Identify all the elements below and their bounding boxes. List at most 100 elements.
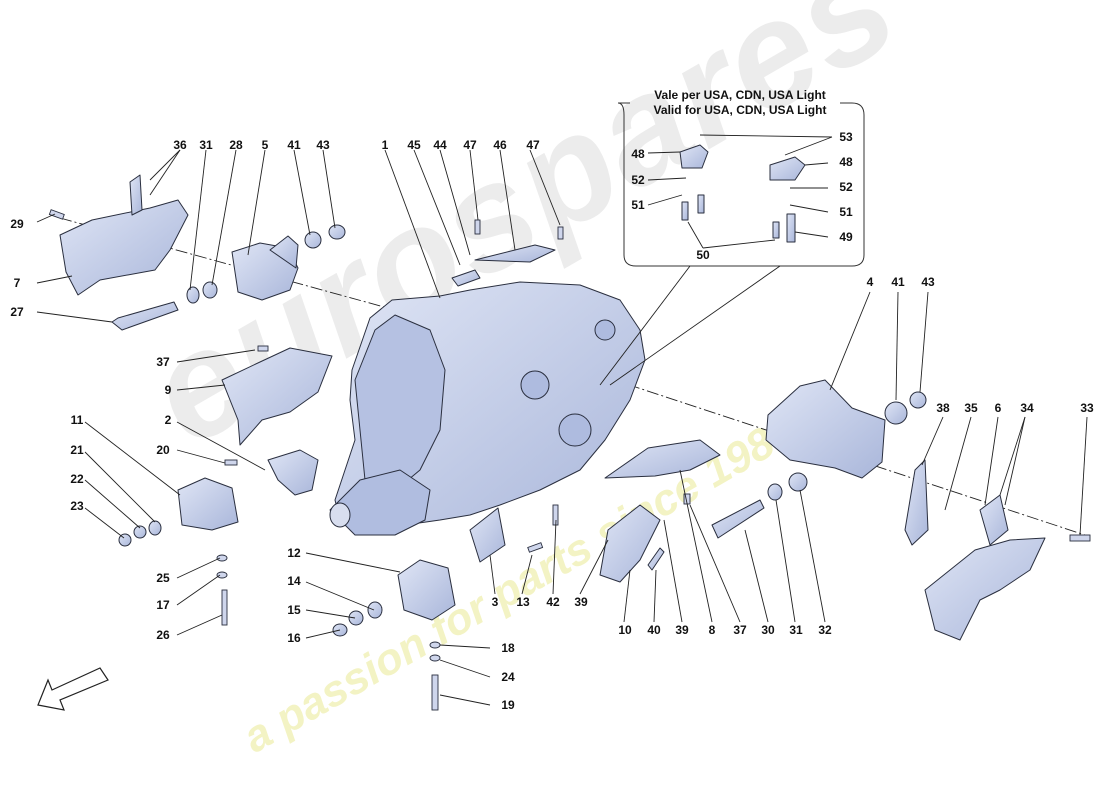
bracket-38 [904, 459, 929, 546]
heat-shield-right [924, 537, 1046, 641]
callout-10: 10 [618, 623, 632, 637]
bracket-48-left [679, 144, 709, 169]
washer-32 [788, 472, 808, 492]
mount-12 [397, 559, 456, 621]
shield-8 [604, 439, 721, 479]
nut-43 [328, 224, 346, 240]
heat-shield-left [59, 199, 189, 296]
bracket-34 [979, 494, 1009, 546]
bolt-33 [1069, 534, 1091, 542]
callout-26: 26 [156, 628, 170, 642]
washer-25 [216, 554, 228, 562]
washer-21 [148, 520, 162, 536]
bolt-20 [224, 459, 238, 466]
callout-51-left: 51 [631, 198, 645, 212]
callout-2: 2 [164, 413, 172, 427]
callout-12: 12 [287, 546, 301, 560]
callout-42: 42 [546, 595, 560, 609]
callout-28: 28 [229, 138, 243, 152]
washer-31-right [767, 483, 783, 501]
callout-32: 32 [818, 623, 832, 637]
callout-50: 50 [696, 248, 710, 262]
bracket-45 [451, 269, 481, 287]
gearbox-flange-a [520, 370, 550, 400]
callout-20: 20 [156, 443, 170, 457]
washer-15 [348, 610, 364, 626]
washer-17 [216, 571, 228, 579]
callout-15: 15 [287, 603, 301, 617]
callout-27: 27 [10, 305, 24, 319]
callout-31: 31 [199, 138, 213, 152]
callout-17: 17 [156, 598, 170, 612]
callout-4: 4 [866, 275, 874, 289]
pin-27 [111, 301, 179, 331]
callout-24: 24 [501, 670, 515, 684]
bolt-51-b [697, 194, 705, 214]
gearbox-tail [329, 469, 431, 536]
callout-30: 30 [761, 623, 775, 637]
direction-arrow [37, 667, 109, 711]
callout-45: 45 [407, 138, 421, 152]
callout-3: 3 [491, 595, 499, 609]
bolt-51-a [681, 201, 689, 221]
callout-37-right: 37 [733, 623, 747, 637]
bolt-47-a [474, 219, 481, 235]
shield-9 [221, 347, 333, 446]
callout-39-left: 39 [574, 595, 588, 609]
rod-40 [647, 547, 665, 571]
bolt-47-b [557, 226, 564, 240]
callout-44: 44 [433, 138, 447, 152]
callout-19: 19 [501, 698, 515, 712]
gearbox-flange-c [594, 319, 616, 341]
washer-31 [186, 286, 200, 304]
inset-title: Vale per USA, CDN, USA Light Valid for U… [640, 88, 840, 118]
bolt-13 [527, 542, 544, 553]
callout-29: 29 [10, 217, 24, 231]
bracket-36 [129, 174, 143, 216]
callout-22: 22 [70, 472, 84, 486]
callout-14: 14 [287, 574, 301, 588]
callout-35: 35 [964, 401, 978, 415]
washer-24 [429, 654, 441, 662]
callout-52-right: 52 [839, 180, 853, 194]
bolt-37 [257, 345, 269, 352]
callout-23: 23 [70, 499, 84, 513]
bolt-29 [48, 209, 65, 220]
callout-25: 25 [156, 571, 170, 585]
mount-11 [177, 477, 239, 531]
mount-4 [765, 379, 886, 479]
nut-41 [304, 231, 322, 249]
callout-11: 11 [70, 413, 84, 427]
mount-5-bracket [269, 235, 299, 269]
callout-47-a: 47 [463, 138, 477, 152]
bracket-3 [469, 507, 506, 563]
callout-33: 33 [1080, 401, 1094, 415]
callout-41: 41 [287, 138, 301, 152]
callout-48-right: 48 [839, 155, 853, 169]
callout-53: 53 [839, 130, 853, 144]
nut-41-right [884, 401, 908, 425]
callout-41-right: 41 [891, 275, 905, 289]
output-shaft [329, 502, 351, 528]
gearbox-flange-b [558, 413, 592, 447]
callout-36: 36 [173, 138, 187, 152]
washer-18 [429, 641, 441, 649]
bolt-19 [431, 674, 439, 711]
callout-43-right: 43 [921, 275, 935, 289]
callout-9: 9 [164, 383, 172, 397]
washer-22 [133, 525, 147, 539]
callout-31-right: 31 [789, 623, 803, 637]
bracket-48-right [769, 156, 806, 181]
washer-14 [367, 601, 383, 619]
bracket-10 [599, 504, 661, 583]
callout-52-left: 52 [631, 173, 645, 187]
bolt-50 [772, 221, 780, 239]
callout-8: 8 [708, 623, 716, 637]
pin-30 [711, 499, 765, 539]
callout-5: 5 [261, 138, 269, 152]
fasteners [48, 209, 1091, 711]
callout-1: 1 [381, 138, 389, 152]
bolt-26 [221, 589, 228, 626]
callout-21: 21 [70, 443, 84, 457]
